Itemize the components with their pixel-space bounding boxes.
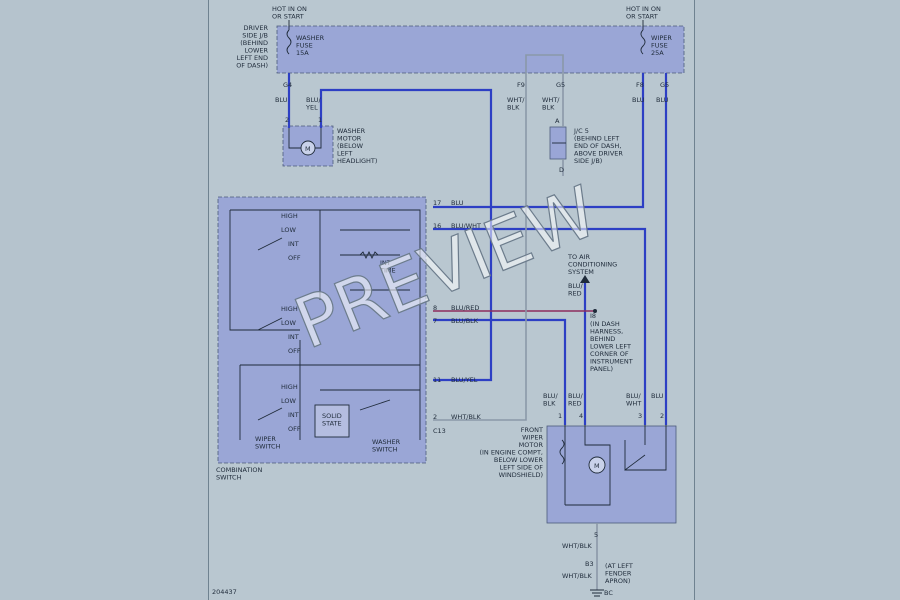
connector-wire-17: BLU	[451, 199, 464, 207]
connector-pin-17: 17	[433, 199, 441, 207]
wire-blu-17	[433, 73, 645, 209]
wiper-motor-wire-0: BLU/BLK	[543, 392, 559, 408]
switch-pos-positions_mid-1: LOW	[281, 319, 297, 327]
connector-pin-16: 16	[433, 222, 441, 230]
ground-icon	[590, 589, 604, 597]
wiper-fuse-symbol	[640, 29, 646, 55]
switch-pos-positions_top-2: INT	[288, 240, 299, 248]
arrow-up-icon	[580, 275, 590, 283]
diagram-id: 204437	[212, 588, 237, 596]
switch-pos-positions_bot-0: HIGH	[281, 383, 298, 391]
splice-id: I8	[590, 312, 596, 320]
ground-ref: BC	[604, 589, 613, 597]
connector-wire-11: BLU/YEL	[451, 376, 478, 384]
connector-wire-2: WHT/BLK	[451, 413, 482, 421]
wire-label-top-0: BLU	[275, 96, 288, 104]
switch-pos-positions_bot-1: LOW	[281, 397, 297, 405]
washer-motor-m: M	[305, 145, 311, 153]
front-wiper-motor-box	[546, 425, 677, 524]
wire-label-top-4: BLU	[632, 96, 645, 104]
ground-wire-label: WHT/BLK	[562, 542, 593, 550]
wire-label-top-1: BLU/YEL	[305, 96, 322, 112]
jc5-pin-d: D	[559, 166, 564, 174]
switch-pos-positions_top-3: OFF	[288, 254, 301, 262]
wiper-motor-pin-2: 2	[660, 412, 664, 420]
washer-fuse-symbol	[286, 29, 292, 55]
connector-pin-8: 8	[433, 304, 437, 312]
switch-pos-positions_top-1: LOW	[281, 226, 297, 234]
wire-wht-blk-2	[433, 73, 527, 421]
wiper-motor-wire-2: BLU/WHT	[626, 392, 642, 408]
junction-block	[276, 25, 685, 74]
wire-blu-blk-7	[433, 318, 567, 425]
wire-label-top-2: WHT/BLK	[507, 96, 525, 112]
wire-blu-yel	[319, 88, 493, 382]
washer-motor-pin-2: 2	[285, 116, 289, 124]
switch-pos-positions_mid-0: HIGH	[281, 305, 298, 313]
wiper-motor-wire-1: BLU/RED	[568, 392, 584, 408]
washer-motor-pin-1: 1	[318, 116, 322, 124]
front-wiper-motor-icon	[588, 456, 606, 474]
splice-wire-label: BLU/RED	[568, 282, 584, 298]
switch-pos-positions_bot-2: INT	[288, 411, 299, 419]
wiper-motor-pin-5: 5	[594, 531, 598, 539]
connector-c13: C13	[433, 427, 446, 435]
switch-pos-positions_mid-2: INT	[288, 333, 299, 341]
connector-wire-16: BLU/WHT	[451, 222, 481, 230]
pin-top-1: F9	[517, 81, 525, 89]
wire-jumper	[525, 54, 564, 73]
int-time-resistor	[359, 250, 379, 260]
ground-id: B3	[585, 560, 594, 568]
connector-wire-7: BLU/BLK	[451, 317, 479, 325]
pin-top-2: G5	[556, 81, 565, 89]
switch-pos-positions_top-0: HIGH	[281, 212, 298, 220]
wiper-motor-wire-3: BLU	[651, 392, 664, 400]
wire-label-top-5: BLU	[656, 96, 669, 104]
pin-top-3: F8	[636, 81, 644, 89]
wiper-motor-pin-4: 4	[579, 412, 583, 420]
switch-contacts	[257, 237, 391, 421]
wiper-motor-pin-1: 1	[558, 412, 562, 420]
wiper-motor-m: M	[594, 462, 600, 470]
pin-top-0: G4	[283, 81, 292, 89]
wire-blu-wht-16	[433, 227, 647, 425]
connector-pin-11: 11	[433, 376, 441, 384]
wire-label-top-3: WHT/BLK	[542, 96, 560, 112]
jc5-pin-a: A	[555, 117, 560, 125]
connector-wire-8: BLU/RED	[451, 304, 479, 312]
connector-pin-2: 2	[433, 413, 437, 421]
ground-wire-label-2: WHT/BLK	[562, 572, 593, 580]
pin-top-4: G5	[660, 81, 669, 89]
solid-state-box	[314, 404, 350, 438]
wiper-motor-pin-3: 3	[638, 412, 642, 420]
switch-pos-positions_bot-3: OFF	[288, 425, 301, 433]
wiper-motor-circuit	[564, 425, 667, 506]
splice-i8	[593, 309, 597, 313]
connector-pin-7: 7	[433, 317, 437, 325]
switch-pos-positions_mid-3: OFF	[288, 347, 301, 355]
